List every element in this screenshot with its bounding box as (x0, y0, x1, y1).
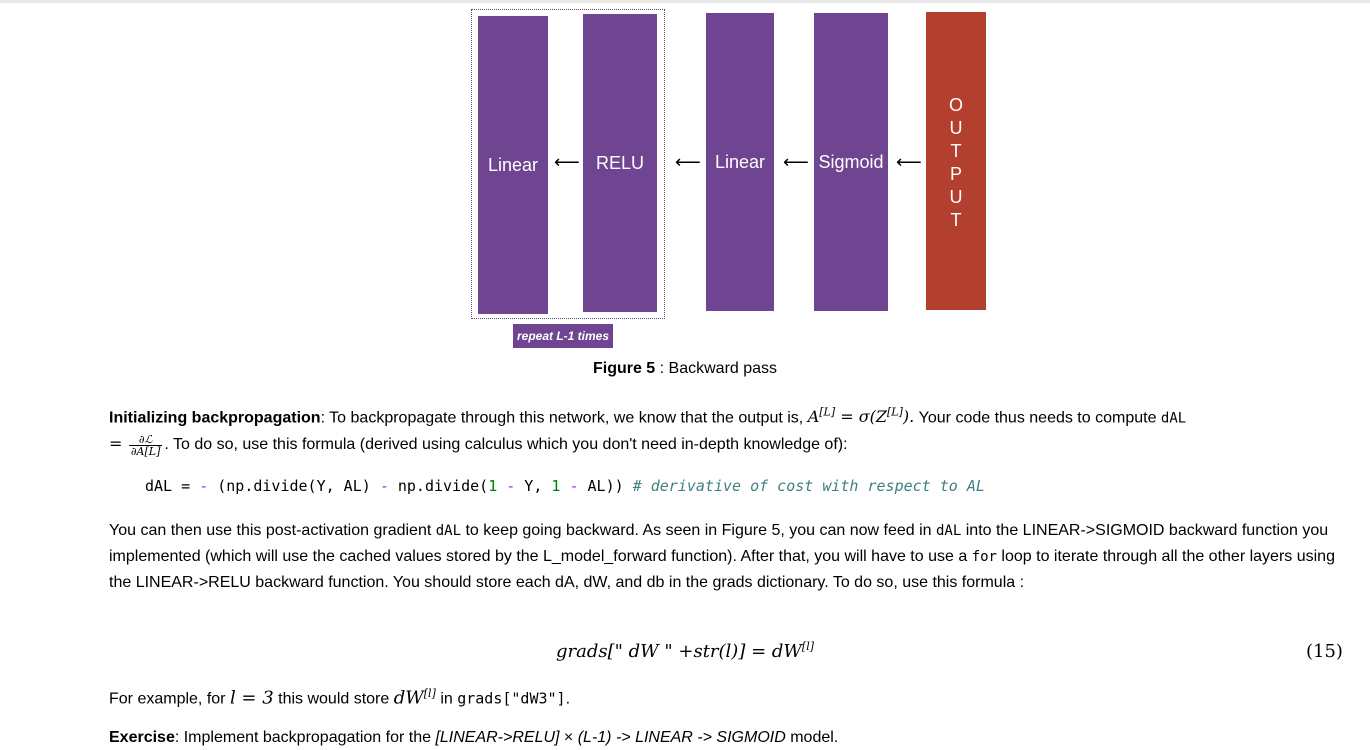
exercise-text: model. (785, 729, 839, 746)
para-text: into the LINEAR->SIGMOID backward functi… (109, 522, 1329, 565)
exercise-paragraph: Exercise: Implement backpropagation for … (109, 725, 1349, 750)
init-text-2: Your code thus needs to compute (914, 409, 1161, 427)
code-op: - (379, 477, 389, 495)
code-number: 1 (551, 477, 561, 495)
output-letter: U (949, 118, 963, 138)
init-text: : To backpropagate through this network,… (320, 409, 808, 427)
code-op: - (199, 477, 209, 495)
output-letter: U (949, 187, 963, 207)
repeat-group-border (471, 9, 665, 319)
init-text-3: . To do so, use this formula (derived us… (164, 436, 848, 454)
backward-pass-diagram: Linear ⟵ RELU ⟵ Linear ⟵ Sigmoid ⟵ O U T… (468, 8, 998, 353)
equation-text: grads[" dW " +str(l)] = dW (555, 641, 802, 662)
math-sup-2: [L] (887, 406, 903, 419)
math-equals: = (109, 434, 123, 454)
example-text: in (435, 690, 458, 708)
linear-block-1: Linear (478, 16, 548, 314)
sigmoid-block: Sigmoid (814, 13, 888, 311)
output-block: O U T P U T (926, 12, 986, 310)
code-op: - (569, 477, 579, 495)
code-op: - (506, 477, 516, 495)
caption-label: Figure 5 (592, 360, 656, 377)
linear-block-1-label: Linear (487, 154, 539, 175)
code-part: np.divide( (388, 477, 489, 495)
code-number: 1 (488, 477, 498, 495)
caption-text: : Backward pass (655, 360, 778, 377)
exercise-italic: [LINEAR->RELU] (435, 729, 560, 746)
frac-denominator: ∂A[L] (130, 444, 161, 458)
figure-caption: Figure 5 : Backward pass (0, 360, 1370, 378)
repeat-tag: repeat L-1 times (513, 324, 613, 348)
math-dW-sup: [l] (423, 687, 436, 700)
frac-numerator: ∂ℒ (128, 434, 163, 446)
example-text: this would store (273, 690, 394, 708)
output-letter: O (948, 95, 963, 115)
linear-block-2: Linear (706, 13, 774, 311)
math-close: ). (902, 407, 915, 427)
top-border (0, 0, 1370, 3)
code-block: dAL = - (np.divide(Y, AL) - np.divide(1 … (145, 477, 985, 495)
backward-paragraph: You can then use this post-activation gr… (109, 518, 1349, 595)
init-heading: Initializing backpropagation (109, 409, 321, 427)
relu-block: RELU (583, 14, 657, 312)
output-letter: P (949, 164, 962, 184)
equation-sup: [l] (801, 640, 815, 653)
code-comment: # derivative of cost with respect to AL (632, 477, 985, 495)
output-label: O U T P U T (926, 94, 986, 232)
inline-code-dAL: dAL (936, 523, 962, 539)
derivative-fraction: ∂ℒ∂A[L] (128, 434, 163, 458)
math-eq: = σ(Z (835, 407, 887, 427)
exercise-text: × (559, 729, 578, 746)
arrow-3: ⟵ (783, 152, 809, 172)
relu-block-label: RELU (595, 152, 644, 173)
equation-number: (15) (1306, 641, 1343, 662)
math-A: A (807, 407, 820, 427)
code-part: dAL = (145, 477, 200, 495)
grads-equation: grads[" dW " +str(l)] = dW[l] (0, 640, 1370, 662)
output-letter: T (950, 210, 962, 230)
math-l-equals-3: l = 3 (229, 687, 274, 709)
inline-code-dAL: dAL (435, 523, 462, 539)
example-text: For example, for (109, 690, 230, 708)
para-text: to keep going backward. As seen in Figur… (461, 522, 936, 539)
exercise-heading: Exercise (109, 729, 175, 746)
code-part: Y, (515, 477, 552, 495)
exercise-italic: (L-1) -> LINEAR -> SIGMOID (577, 729, 786, 746)
output-letter: T (950, 141, 962, 161)
code-part (497, 477, 506, 495)
code-part: (np.divide(Y, AL) (208, 477, 380, 495)
arrow-4: ⟵ (896, 152, 922, 172)
math-output: A[L] = σ(Z[L]). (807, 406, 915, 427)
code-part: AL)) (578, 477, 633, 495)
example-text: . (565, 690, 571, 708)
sigmoid-block-label: Sigmoid (818, 151, 884, 172)
para-text: loop to iterate through all the other la… (109, 548, 1335, 591)
inline-code-dAL: dAL (1160, 410, 1187, 427)
math-sup: [L] (819, 406, 836, 419)
arrow-1: ⟵ (554, 152, 580, 172)
example-paragraph: For example, for l = 3 this would store … (109, 681, 1349, 711)
para-text: You can then use this post-activation gr… (109, 522, 436, 539)
inline-code-for: for (971, 549, 997, 565)
exercise-text: : Implement backpropagation for the (174, 729, 436, 746)
inline-code-grads: grads["dW3"] (457, 689, 566, 708)
linear-block-2-label: Linear (714, 151, 766, 172)
init-paragraph: Initializing backpropagation: To backpro… (109, 400, 1349, 457)
math-dW: dW (393, 687, 424, 709)
arrow-2: ⟵ (675, 152, 701, 172)
